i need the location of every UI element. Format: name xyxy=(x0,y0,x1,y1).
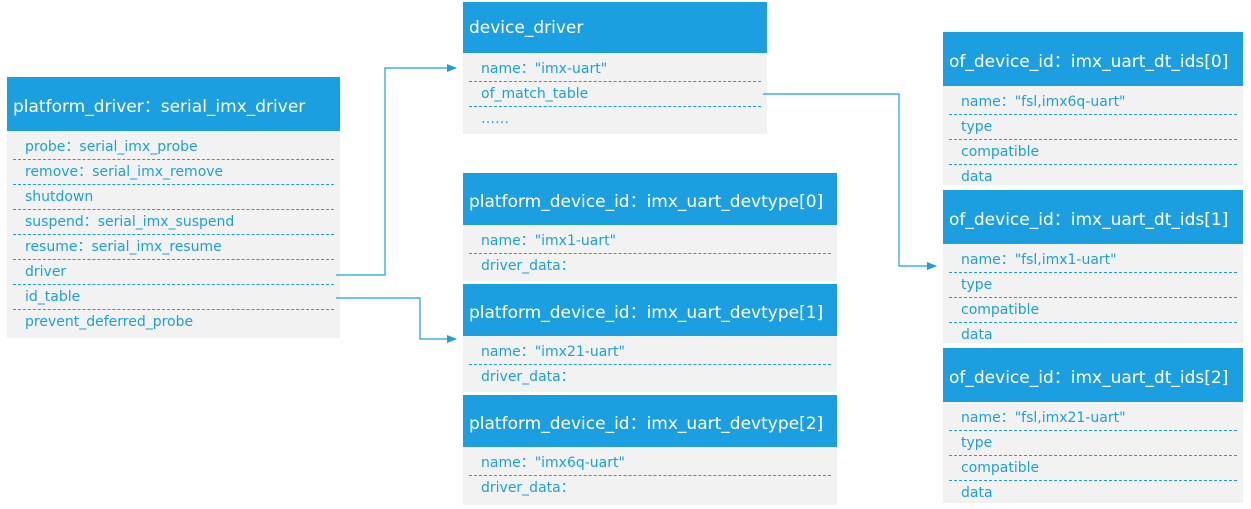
field-driver-data: driver_data： xyxy=(481,369,575,385)
dt-ids-1-title: of_device_id：imx_uart_dt_ids[1] xyxy=(943,190,1243,244)
devtype-1-fields: name："imx21-uart" driver_data： xyxy=(463,336,837,390)
device-driver-title: device_driver xyxy=(463,2,767,53)
device-driver-box: device_driver name："imx-uart" of_match_t… xyxy=(463,2,767,134)
field-type: type xyxy=(949,431,1237,456)
platform-driver-fields: probe：serial_imx_probe remove：serial_imx… xyxy=(7,131,340,335)
field-name: name："imx-uart" xyxy=(469,57,761,82)
dt-ids-2-title: of_device_id：imx_uart_dt_ids[2] xyxy=(943,348,1243,402)
arrow-id-table-to-devtype xyxy=(336,297,457,343)
field-type: type xyxy=(949,273,1237,298)
field-id-table: id_table xyxy=(13,285,334,310)
dt-ids-0-title: of_device_id：imx_uart_dt_ids[0] xyxy=(943,32,1243,86)
field-of-match-table: of_match_table xyxy=(469,82,761,107)
field-name: name："fsl,imx6q-uart" xyxy=(949,90,1237,115)
field-probe: probe：serial_imx_probe xyxy=(13,135,334,160)
field-remove: remove：serial_imx_remove xyxy=(13,160,334,185)
field-data: data xyxy=(961,327,993,343)
dt-ids-2-box: of_device_id：imx_uart_dt_ids[2] name："fs… xyxy=(943,348,1243,503)
field-driver-data: driver_data： xyxy=(481,258,575,274)
field-compatible: compatible xyxy=(949,298,1237,323)
dt-ids-1-box: of_device_id：imx_uart_dt_ids[1] name："fs… xyxy=(943,190,1243,343)
field-resume: resume：serial_imx_resume xyxy=(13,235,334,260)
field-data: data xyxy=(961,485,993,501)
devtype-0-title: platform_device_id：imx_uart_devtype[0] xyxy=(463,173,837,225)
field-shutdown: shutdown xyxy=(13,185,334,210)
devtype-2-box: platform_device_id：imx_uart_devtype[2] n… xyxy=(463,395,837,505)
devtype-0-box: platform_device_id：imx_uart_devtype[0] n… xyxy=(463,173,837,281)
field-data: data xyxy=(961,169,993,185)
field-prevent-deferred-probe: prevent_deferred_probe xyxy=(25,314,194,330)
platform-driver-title: platform_driver：serial_imx_driver xyxy=(7,77,340,131)
field-type: type xyxy=(949,115,1237,140)
field-name: name："imx1-uart" xyxy=(469,229,831,254)
field-driver: driver xyxy=(13,260,334,285)
device-driver-fields: name："imx-uart" of_match_table …… xyxy=(463,53,767,132)
field-name: name："imx21-uart" xyxy=(469,340,831,365)
arrow-driver-to-device-driver xyxy=(336,64,457,276)
devtype-1-box: platform_device_id：imx_uart_devtype[1] n… xyxy=(463,284,837,392)
field-name: name："fsl,imx21-uart" xyxy=(949,406,1237,431)
platform-driver-box: platform_driver：serial_imx_driver probe：… xyxy=(7,77,340,338)
dt-ids-1-fields: name："fsl,imx1-uart" type compatible dat… xyxy=(943,244,1243,348)
field-suspend: suspend：serial_imx_suspend xyxy=(13,210,334,235)
field-name: name："imx6q-uart" xyxy=(469,451,831,476)
field-compatible: compatible xyxy=(949,456,1237,481)
devtype-2-fields: name："imx6q-uart" driver_data： xyxy=(463,447,837,501)
devtype-2-title: platform_device_id：imx_uart_devtype[2] xyxy=(463,395,837,447)
devtype-0-fields: name："imx1-uart" driver_data： xyxy=(463,225,837,279)
field-name: name："fsl,imx1-uart" xyxy=(949,248,1237,273)
dt-ids-2-fields: name："fsl,imx21-uart" type compatible da… xyxy=(943,402,1243,506)
field-ellipsis: …… xyxy=(481,111,509,127)
dt-ids-0-box: of_device_id：imx_uart_dt_ids[0] name："fs… xyxy=(943,32,1243,185)
dt-ids-0-fields: name："fsl,imx6q-uart" type compatible da… xyxy=(943,86,1243,190)
field-compatible: compatible xyxy=(949,140,1237,165)
field-driver-data: driver_data： xyxy=(481,480,575,496)
devtype-1-title: platform_device_id：imx_uart_devtype[1] xyxy=(463,284,837,336)
